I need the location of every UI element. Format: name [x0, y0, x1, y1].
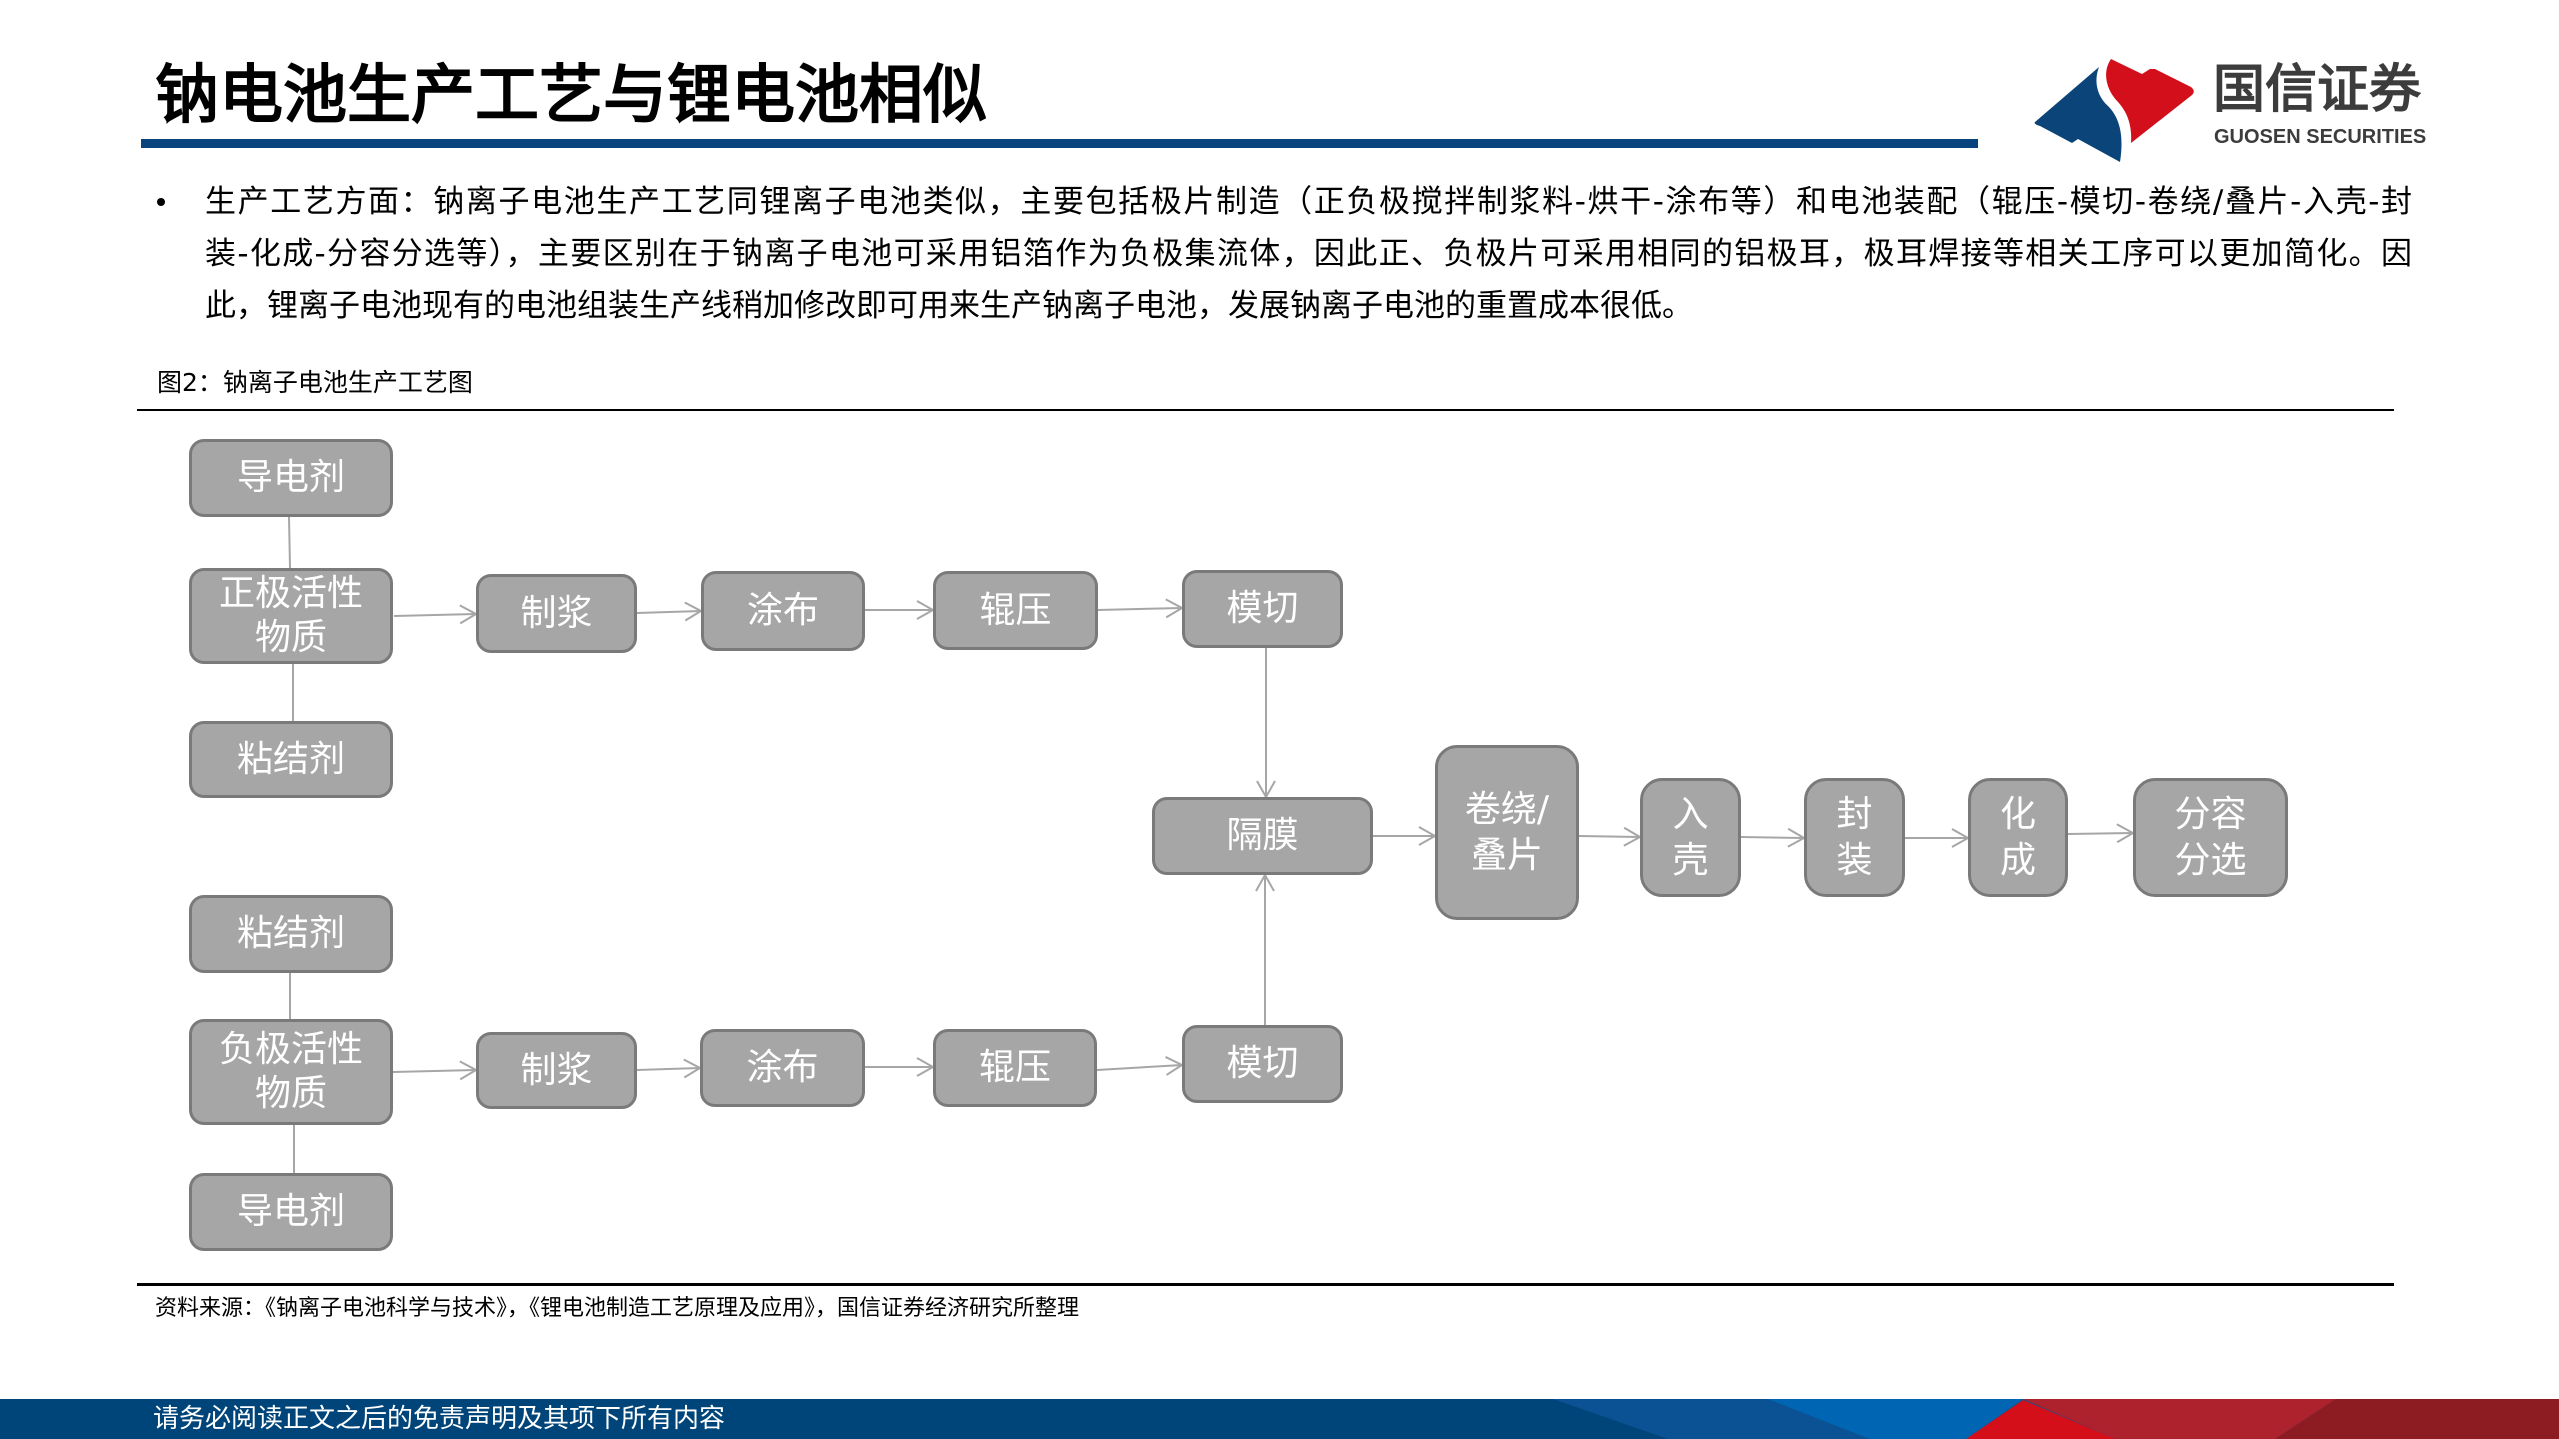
node-separator: 隔膜 — [1152, 797, 1373, 875]
figure-top-rule — [137, 409, 2394, 411]
arrow-neg-rolling-cutting — [1096, 1065, 1182, 1070]
node-neg-rolling: 辊压 — [933, 1029, 1097, 1107]
brand-name-cn: 国信证券 — [2213, 60, 2422, 120]
brand-name-en: GUOSEN SECURITIES — [2214, 126, 2427, 148]
source-note: 资料来源：《钠离子电池科学与技术》，《锂电池制造工艺原理及应用》，国信证券经济研… — [155, 1296, 1080, 1321]
node-pos-coating: 涂布 — [701, 571, 865, 651]
node-pos-slurry: 制浆 — [476, 574, 637, 653]
node-pos-active-material: 正极活性 物质 — [189, 568, 393, 664]
footer-decoration-icon — [1553, 1399, 2559, 1439]
arrow-neg-active-slurry — [392, 1070, 476, 1072]
node-pos-binder: 粘结剂 — [189, 721, 393, 798]
figure-caption: 图2：钠离子电池生产工艺图 — [157, 368, 473, 397]
node-winding-stacking: 卷绕/ 叠片 — [1435, 745, 1579, 920]
arrow-casing-sealing — [1740, 837, 1804, 838]
summary-paragraph: 生产工艺方面：钠离子电池生产工艺同锂离子电池类似，主要包括极片制造（正负极搅拌制… — [205, 176, 2412, 332]
node-neg-binder: 粘结剂 — [189, 895, 393, 973]
arrow-winding-casing — [1578, 836, 1640, 837]
footer-bar: 请务必阅读正文之后的免责声明及其项下所有内容 — [0, 1399, 2559, 1439]
logo-blue-shape — [2034, 67, 2122, 162]
arrow-pos-rolling-cutting — [1097, 608, 1182, 610]
bullet-icon — [157, 198, 165, 206]
page-title: 钠电池生产工艺与锂电池相似 — [155, 59, 987, 133]
guosen-logo-icon — [2034, 59, 2194, 162]
arrow-pos-active-slurry — [393, 614, 476, 616]
title-underline-bar — [141, 139, 1978, 148]
arrow-formation-grading — [2067, 833, 2133, 834]
figure-bottom-rule — [137, 1283, 2394, 1286]
logo-red-shape — [2106, 59, 2194, 143]
node-pos-rolling: 辊压 — [933, 571, 1098, 650]
node-sealing: 封 装 — [1804, 778, 1905, 897]
footer-disclaimer: 请务必阅读正文之后的免责声明及其项下所有内容 — [153, 1404, 726, 1434]
summary-line: 装-化成-分容分选等），主要区别在于钠离子电池可采用铝箔作为负极集流体，因此正、… — [205, 236, 2412, 272]
node-formation: 化 成 — [1968, 778, 2068, 897]
summary-line: 生产工艺方面：钠离子电池生产工艺同锂离子电池类似，主要包括极片制造（正负极搅拌制… — [205, 184, 2412, 220]
node-pos-die-cutting: 模切 — [1182, 570, 1343, 648]
node-neg-active-material: 负极活性 物质 — [189, 1019, 393, 1125]
node-neg-slurry: 制浆 — [476, 1032, 637, 1109]
node-capacity-grading: 分容 分选 — [2133, 778, 2288, 897]
summary-line: 此，锂离子电池现有的电池组装生产线稍加修改即可用来生产钠离子电池，发展钠离子电池… — [205, 288, 1693, 324]
arrow-neg-slurry-coating — [636, 1068, 700, 1070]
node-neg-die-cutting: 模切 — [1182, 1025, 1343, 1103]
node-pos-conductive-agent: 导电剂 — [189, 439, 393, 517]
connector-pos-conductive-active — [288, 516, 291, 569]
node-casing: 入 壳 — [1640, 778, 1741, 897]
node-neg-coating: 涂布 — [700, 1029, 865, 1107]
arrow-pos-slurry-coating — [636, 611, 701, 613]
node-neg-conductive-agent: 导电剂 — [189, 1173, 393, 1251]
